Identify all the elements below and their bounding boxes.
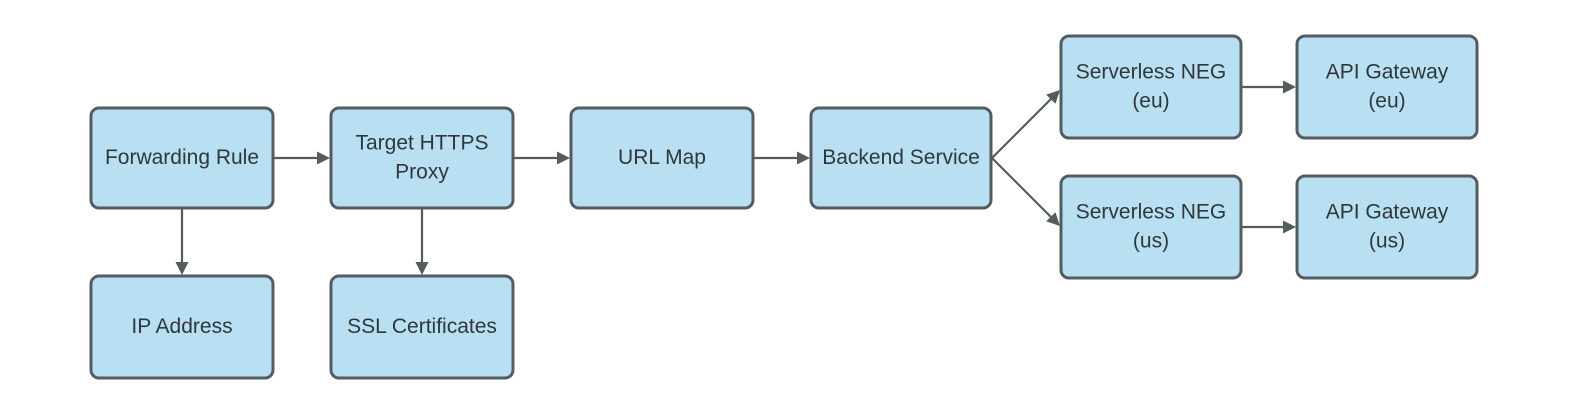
edges-layer	[175, 80, 1296, 275]
node-box[interactable]	[1295, 34, 1479, 140]
edge-serverless-neg-eu-to-api-gateway-eu	[1242, 80, 1296, 94]
arrowhead-icon	[557, 151, 570, 165]
node-forwarding-rule[interactable]: Forwarding Rule	[89, 106, 275, 210]
arrowhead-icon	[415, 262, 429, 275]
node-api-gateway-eu[interactable]: API Gateway(eu)	[1295, 34, 1479, 140]
node-api-gateway-us[interactable]: API Gateway(us)	[1295, 174, 1479, 280]
node-label: URL Map	[618, 146, 706, 169]
node-box[interactable]	[89, 106, 275, 210]
node-ip-address[interactable]: IP Address	[89, 274, 275, 380]
arrowhead-icon	[175, 262, 189, 275]
node-label: Serverless NEG(eu)	[1076, 60, 1227, 112]
arrowhead-icon	[797, 151, 810, 165]
node-label: SSL Certificates	[347, 315, 497, 338]
node-label: IP Address	[131, 315, 232, 338]
node-label: Forwarding Rule	[105, 146, 259, 169]
node-box[interactable]	[569, 106, 755, 210]
edge-backend-service-to-serverless-neg-eu	[991, 90, 1060, 159]
arrowhead-icon	[317, 151, 330, 165]
node-label: API Gateway(eu)	[1326, 60, 1449, 112]
node-url-map[interactable]: URL Map	[569, 106, 755, 210]
node-box[interactable]	[89, 274, 275, 380]
node-box[interactable]	[809, 106, 993, 210]
arrowhead-icon	[1283, 220, 1296, 234]
edge-backend-service-to-serverless-neg-us	[991, 157, 1060, 226]
node-box[interactable]	[329, 106, 515, 210]
edge-url-map-to-backend-service	[754, 151, 810, 165]
node-box[interactable]	[329, 274, 515, 380]
node-label: API Gateway(us)	[1326, 200, 1449, 252]
node-serverless-neg-us[interactable]: Serverless NEG(us)	[1059, 174, 1243, 280]
edge-serverless-neg-us-to-api-gateway-us	[1242, 220, 1296, 234]
edge-target-https-proxy-to-ssl-certificates	[415, 209, 429, 275]
edge-target-https-proxy-to-url-map	[514, 151, 570, 165]
edge-forwarding-rule-to-ip-address	[175, 209, 189, 275]
node-label: Serverless NEG(us)	[1076, 200, 1227, 252]
node-ssl-certificates[interactable]: SSL Certificates	[329, 274, 515, 380]
node-box[interactable]	[1295, 174, 1479, 280]
node-serverless-neg-eu[interactable]: Serverless NEG(eu)	[1059, 34, 1243, 140]
edge-forwarding-rule-to-target-https-proxy	[274, 151, 330, 165]
edge-line	[991, 97, 1053, 159]
node-label: Backend Service	[822, 146, 980, 169]
node-box[interactable]	[1059, 34, 1243, 140]
edge-line	[991, 157, 1053, 219]
arrowhead-icon	[1046, 90, 1060, 104]
node-backend-service[interactable]: Backend Service	[809, 106, 993, 210]
arrowhead-icon	[1046, 212, 1060, 226]
node-box[interactable]	[1059, 174, 1243, 280]
arrowhead-icon	[1283, 80, 1296, 94]
